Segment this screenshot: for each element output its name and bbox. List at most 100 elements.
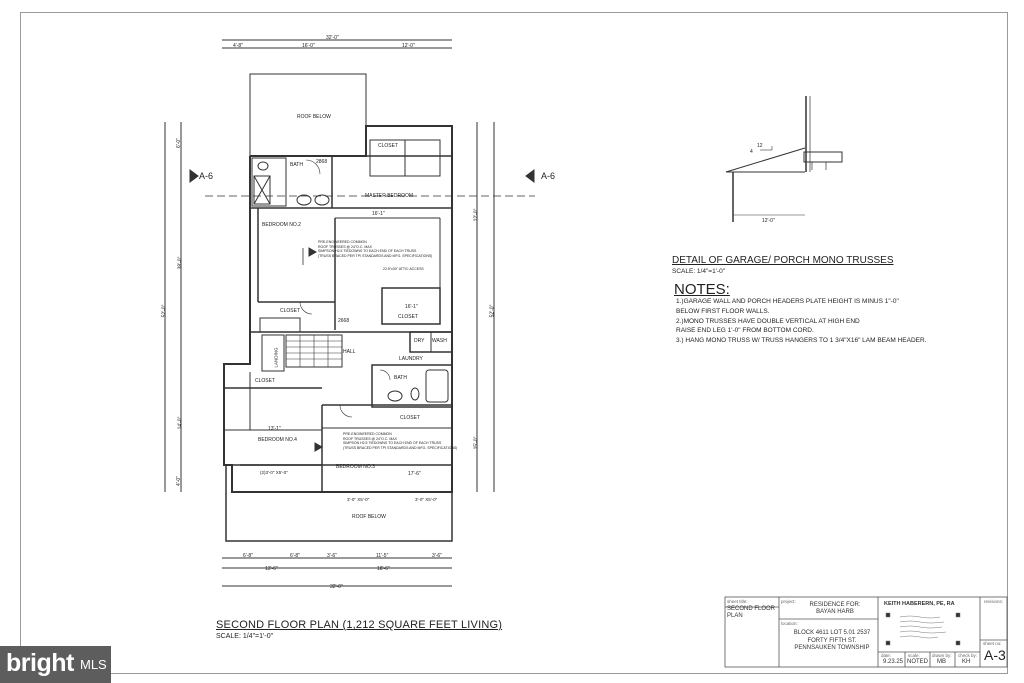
room-dry: DRY <box>414 338 425 344</box>
plan-scale: SCALE: 1/4"=1'-0" <box>216 633 274 640</box>
attic-access: 22.5"x30" ATTIC ACCESS <box>383 267 424 271</box>
logo-mls-text: MLS <box>80 657 107 672</box>
notes-title: NOTES: <box>674 281 730 298</box>
plan-title: SECOND FLOOR PLAN (1,212 SQUARE FEET LIV… <box>216 619 503 631</box>
bath1-toilet <box>257 161 269 171</box>
room-closet-bath: CLOSET <box>400 415 421 421</box>
room-closet-left: CLOSET <box>255 378 276 384</box>
tb-sheet-title-label: sheet title: <box>727 599 748 604</box>
mono-truss-detail <box>725 96 843 222</box>
tb-scale-label: scale: <box>908 653 920 658</box>
tb-check-label: check by: <box>958 653 978 658</box>
detail-pitch-run: 4 <box>750 149 753 155</box>
bath2-outline <box>371 364 453 408</box>
room-laundry: LAUNDRY <box>399 356 423 362</box>
note-line-2: BELOW FIRST FLOOR WALLS. <box>676 308 770 315</box>
room-hall: HALL <box>343 349 356 355</box>
dim-bot-f: 13'-6" <box>265 566 278 572</box>
dim-left-1: 6'-0" <box>175 138 182 148</box>
title-block-grid <box>724 596 1008 668</box>
room-roof-below-top: ROOF BELOW <box>297 114 331 120</box>
room-closet-top: CLOSET <box>378 143 399 149</box>
room-bedroom2: BEDROOM NO.2 <box>262 222 301 228</box>
dim-right-2: 15'-0" <box>473 436 480 450</box>
note-line-1: 1.)GARAGE WALL AND PORCH HEADERS PLATE H… <box>676 298 899 305</box>
drawing-sheet-border <box>20 12 1008 674</box>
dim-right-1: 12'-0" <box>473 208 480 222</box>
window-bed3-b: 3'-0" X5'-0" <box>415 497 438 502</box>
tb-sheet-no-label: sheet no: <box>983 641 1002 646</box>
dim-bot-c: 3'-6" <box>327 553 337 559</box>
closet-right-outline <box>381 287 441 325</box>
dim-left-4: 4'-0" <box>175 476 182 486</box>
room-closet-mid: CLOSET <box>280 308 301 314</box>
dim-left-3: 14'-0" <box>177 416 184 430</box>
detail-span: 12'-0" <box>762 218 775 224</box>
room-closet-right: CLOSET <box>398 314 419 320</box>
note-line-5: 3.) HANG MONO TRUSS W/ TRUSS HANGERS TO … <box>676 337 927 344</box>
dim-right-total: 52'-0" <box>489 304 496 318</box>
tb-engineer: KEITH HABERERN, PE, RA <box>884 601 955 607</box>
dim-bot-a: 6'-8" <box>243 553 253 559</box>
detail-title: DETAIL OF GARAGE/ PORCH MONO TRUSSES <box>672 255 894 266</box>
logo-wordmark: bright <box>6 649 74 677</box>
section-mark-left: A-6 <box>199 171 214 181</box>
window-bed3-a: 3'-0" X5'-0" <box>347 497 370 502</box>
note-line-4: RAISE END LEG 1'-0" FROM BOTTOM CORD. <box>676 327 814 334</box>
room-roof-below-bottom: ROOF BELOW <box>352 514 386 520</box>
dim-left-total: 52'-0" <box>161 304 168 318</box>
tb-sheet-title: SECOND FLOOR PLAN <box>727 606 776 619</box>
tb-date-label: date: <box>881 653 892 658</box>
dim-left-2: 38'-0" <box>177 256 184 270</box>
roof-below-bottom <box>225 464 453 542</box>
exterior-wall <box>223 125 453 493</box>
window-bed4: (2)3'-0" X5'-0" <box>260 470 288 475</box>
tb-check: KH <box>962 659 971 665</box>
dim-bed4-width: 13'-1" <box>268 426 281 432</box>
tb-sheet-no: A-3 <box>984 647 1006 663</box>
engineer-seal <box>885 612 961 646</box>
tb-project: RESIDENCE FOR: BAYAN HARB <box>809 602 861 615</box>
tb-location: BLOCK 4611 LOT 5.01 2537 FORTY FIFTH ST.… <box>793 630 871 651</box>
section-arrow-right <box>525 169 535 183</box>
detail-pitch: 12 <box>757 143 763 149</box>
door-2868: 2868 <box>316 159 328 165</box>
dim-closet-width: 16'-1" <box>405 304 418 310</box>
dim-top-c: 12'-0" <box>402 43 415 49</box>
tb-revisions-label: revisions: <box>984 599 1004 604</box>
tb-drawn: MB <box>937 659 946 665</box>
door-2668: 2668 <box>338 318 350 324</box>
dim-master-width: 16'-1" <box>372 211 385 217</box>
room-bedroom4: BEDROOM NO.4 <box>258 437 297 443</box>
bath2-sink <box>387 390 403 402</box>
dim-bed3-width: 17'-6" <box>408 471 421 477</box>
room-bath1: BATH <box>290 162 303 168</box>
room-bedroom3: BEDROOM NO.3 <box>336 464 375 470</box>
master-sink-2 <box>314 194 330 206</box>
dim-bot-e: 3'-6" <box>432 553 442 559</box>
tb-project-label: project: <box>781 599 796 604</box>
tb-scale: NOTED <box>907 659 928 665</box>
dim-bot-d: 11'-5" <box>376 553 389 559</box>
room-master: MASTER BEDROOM <box>365 193 414 199</box>
room-bath2: BATH <box>394 375 407 381</box>
room-wash: WASH <box>432 338 447 344</box>
tb-drawn-label: drawn by: <box>932 653 952 658</box>
room-landing: LANDING <box>273 347 279 368</box>
dim-top-a: 4'-8" <box>233 43 243 49</box>
master-sink-1 <box>296 194 312 206</box>
bath1-outline <box>251 157 287 207</box>
dim-bot-g: 18'-6" <box>377 566 390 572</box>
dim-bot-b: 6'-8" <box>290 553 300 559</box>
dim-top-total: 32'-0" <box>326 35 339 41</box>
tb-date: 9.23.25 <box>883 659 904 665</box>
note-line-3: 2.)MONO TRUSSES HAVE DOUBLE VERTICAL AT … <box>676 318 860 325</box>
section-mark-right: A-6 <box>541 171 556 181</box>
dim-top-b: 16'-0" <box>302 43 315 49</box>
tb-location-label: location: <box>781 621 798 626</box>
section-arrow-left <box>189 169 199 183</box>
dim-bot-total: 32'-0" <box>330 584 343 590</box>
